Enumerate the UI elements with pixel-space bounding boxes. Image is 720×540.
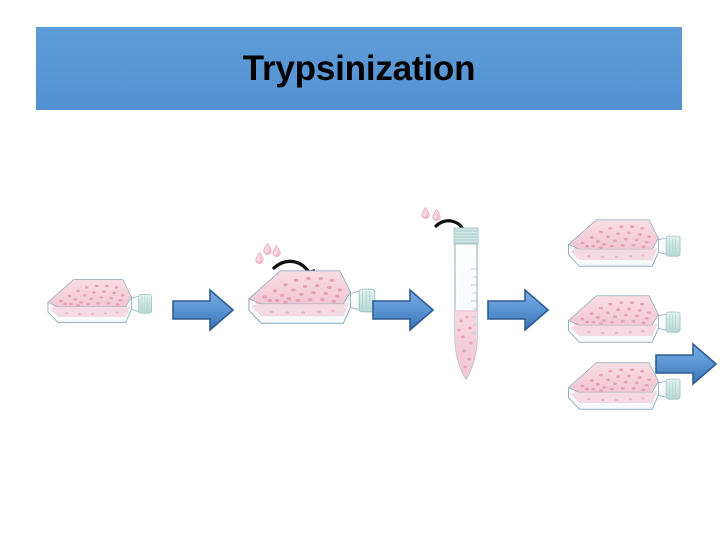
flask-graphic — [47, 278, 153, 324]
process-arrow-3[interactable] — [487, 288, 549, 332]
process-arrow-2[interactable] — [372, 288, 434, 332]
flask-graphic — [248, 270, 376, 324]
culture-flask-step-2[interactable] — [245, 262, 377, 332]
flask-graphic — [567, 219, 681, 267]
right-arrow-icon — [372, 289, 434, 331]
title-banner: Trypsinization — [36, 27, 682, 110]
centrifuge-tube[interactable] — [443, 225, 489, 385]
page-title: Trypsinization — [242, 49, 476, 88]
culture-flask-step-4b[interactable] — [565, 288, 682, 350]
right-arrow-icon — [172, 289, 234, 331]
right-arrow-icon — [655, 343, 717, 385]
process-arrow-4[interactable] — [655, 342, 717, 386]
culture-flask-step-4a[interactable] — [565, 212, 682, 274]
culture-flask-step-1[interactable] — [45, 272, 153, 330]
conical-tube-graphic — [453, 227, 479, 381]
process-arrow-1[interactable] — [172, 288, 234, 332]
flask-graphic — [567, 295, 681, 343]
right-arrow-icon — [487, 289, 549, 331]
